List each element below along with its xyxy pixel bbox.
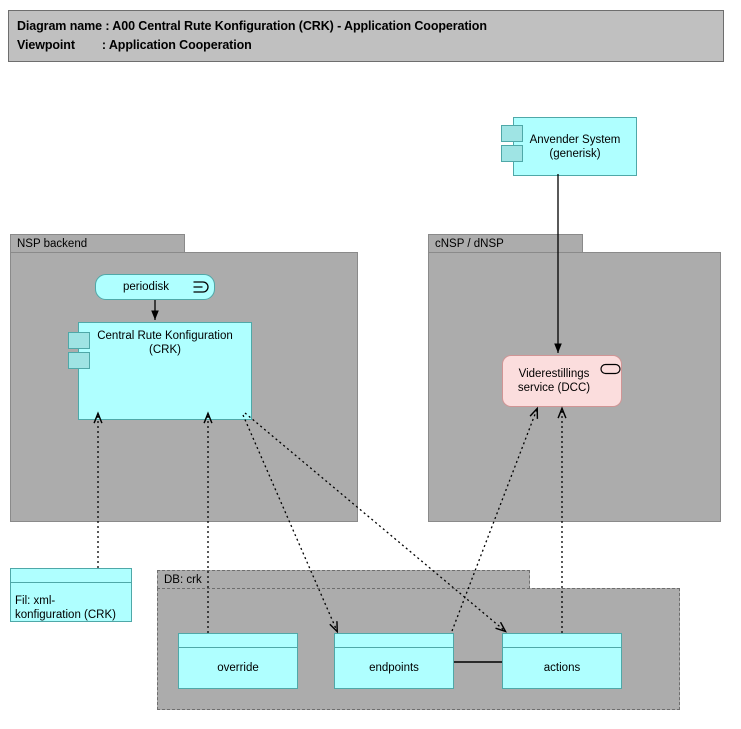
component-tab-top	[501, 125, 523, 142]
component-tab-top	[68, 332, 90, 349]
node-label-actions: actions	[543, 662, 581, 674]
node-fil-xml-konfiguration[interactable]: Fil: xml- konfiguration (CRK)	[10, 568, 132, 622]
diagram-title-block: Diagram name : A00 Central Rute Konfigur…	[8, 10, 724, 62]
node-central-rute-konfiguration[interactable]: Central Rute Konfiguration (CRK)	[68, 322, 252, 420]
node-endpoints[interactable]: endpoints	[334, 633, 454, 689]
group-header-cnsp-dnsp: cNSP / dNSP	[428, 234, 583, 253]
node-label-anvender-system-line1: Anvender System	[529, 133, 621, 146]
table-header-strip	[335, 634, 453, 648]
diagram-name-line: Diagram name : A00 Central Rute Konfigur…	[17, 19, 487, 33]
viewpoint-line: Viewpoint : Application Cooperation	[17, 38, 252, 52]
node-label-dcc-line2: service (DCC)	[517, 382, 591, 394]
group-label-cnsp-dnsp: cNSP / dNSP	[435, 238, 504, 250]
group-header-db-crk: DB: crk	[157, 570, 530, 589]
node-actions[interactable]: actions	[502, 633, 622, 689]
artifact-header-strip	[11, 569, 131, 583]
node-label-periodisk: periodisk	[122, 281, 170, 293]
node-label-endpoints: endpoints	[369, 662, 419, 674]
node-override[interactable]: override	[178, 633, 298, 689]
group-label-nsp-backend: NSP backend	[17, 238, 88, 250]
component-tab-bottom	[501, 145, 523, 162]
node-anvender-system[interactable]: Anvender System (generisk)	[501, 117, 637, 176]
group-label-db-crk: DB: crk	[164, 574, 202, 586]
node-label-fil-line2: konfiguration (CRK)	[15, 609, 116, 621]
table-header-strip	[179, 634, 297, 648]
table-header-strip	[503, 634, 621, 648]
node-periodisk[interactable]: periodisk	[95, 274, 215, 300]
node-label-crk-line2: (CRK)	[149, 344, 181, 356]
node-viderestillings-service-dcc[interactable]: Viderestillings service (DCC)	[502, 355, 622, 407]
node-label-dcc-line1: Viderestillings	[518, 368, 590, 380]
node-label-fil-line1: Fil: xml-	[15, 595, 56, 607]
node-label-override: override	[217, 662, 259, 674]
component-tab-bottom	[68, 352, 90, 369]
group-header-nsp-backend: NSP backend	[10, 234, 185, 253]
node-label-anvender-system-line2: (generisk)	[549, 147, 601, 160]
node-label-crk-line1: Central Rute Konfiguration	[97, 330, 233, 342]
